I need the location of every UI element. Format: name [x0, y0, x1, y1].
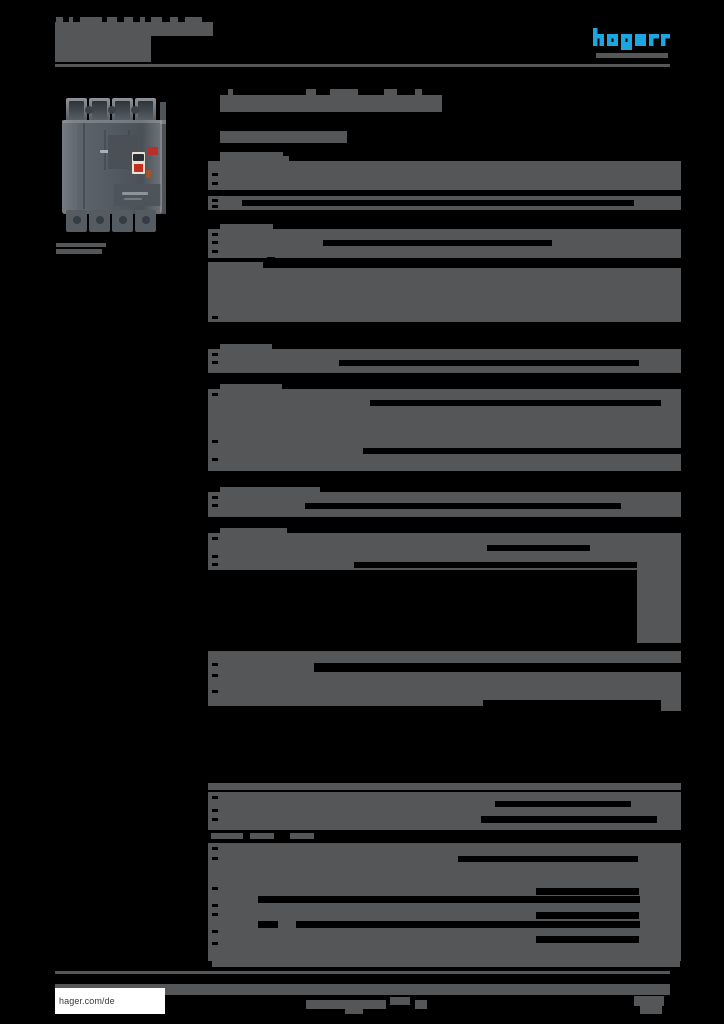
section-6-title [220, 528, 287, 534]
website-url[interactable]: hager.com/de [55, 988, 165, 1014]
section-2-row-1-value [323, 240, 552, 246]
row-gap [242, 200, 634, 206]
section-3-row-1-value [339, 360, 639, 366]
header-divider [55, 64, 670, 67]
section-5-title [220, 487, 320, 493]
footer-center-text [306, 1000, 386, 1009]
header-title-line2 [55, 36, 151, 62]
section-4-row-1-value [370, 400, 661, 406]
product-caption-line2 [56, 249, 102, 254]
header-title-line1 [55, 22, 213, 36]
section-7-row-1-value [314, 663, 681, 672]
section-9-row-2-value [536, 888, 639, 895]
section-4-title [220, 384, 282, 390]
section-9-row-1-value [458, 856, 638, 862]
section-5-row-1-value [305, 503, 621, 509]
footer-divider [55, 971, 670, 974]
section-9-row-3-value [536, 912, 639, 919]
section-8-row-2-value [481, 816, 657, 823]
section-6-row-2-value [354, 562, 637, 568]
section-6-row-1-value [487, 545, 590, 551]
hager-logo [592, 27, 672, 52]
footer-page-number [634, 996, 664, 1006]
section-8-title [211, 833, 243, 839]
section-2-title [220, 224, 273, 230]
main-note [220, 152, 283, 157]
main-content [208, 0, 681, 1024]
main-heading [220, 95, 442, 112]
product-caption-line1 [56, 243, 106, 247]
section-3-title [220, 344, 272, 350]
logo-tagline [596, 53, 668, 58]
main-subheading [220, 131, 347, 143]
section-8-row-1-value [495, 801, 631, 807]
section-1-title [220, 156, 289, 162]
product-image [56, 92, 180, 240]
section-9-row-4-value [536, 936, 639, 943]
section-4-row-2-value [363, 448, 681, 454]
